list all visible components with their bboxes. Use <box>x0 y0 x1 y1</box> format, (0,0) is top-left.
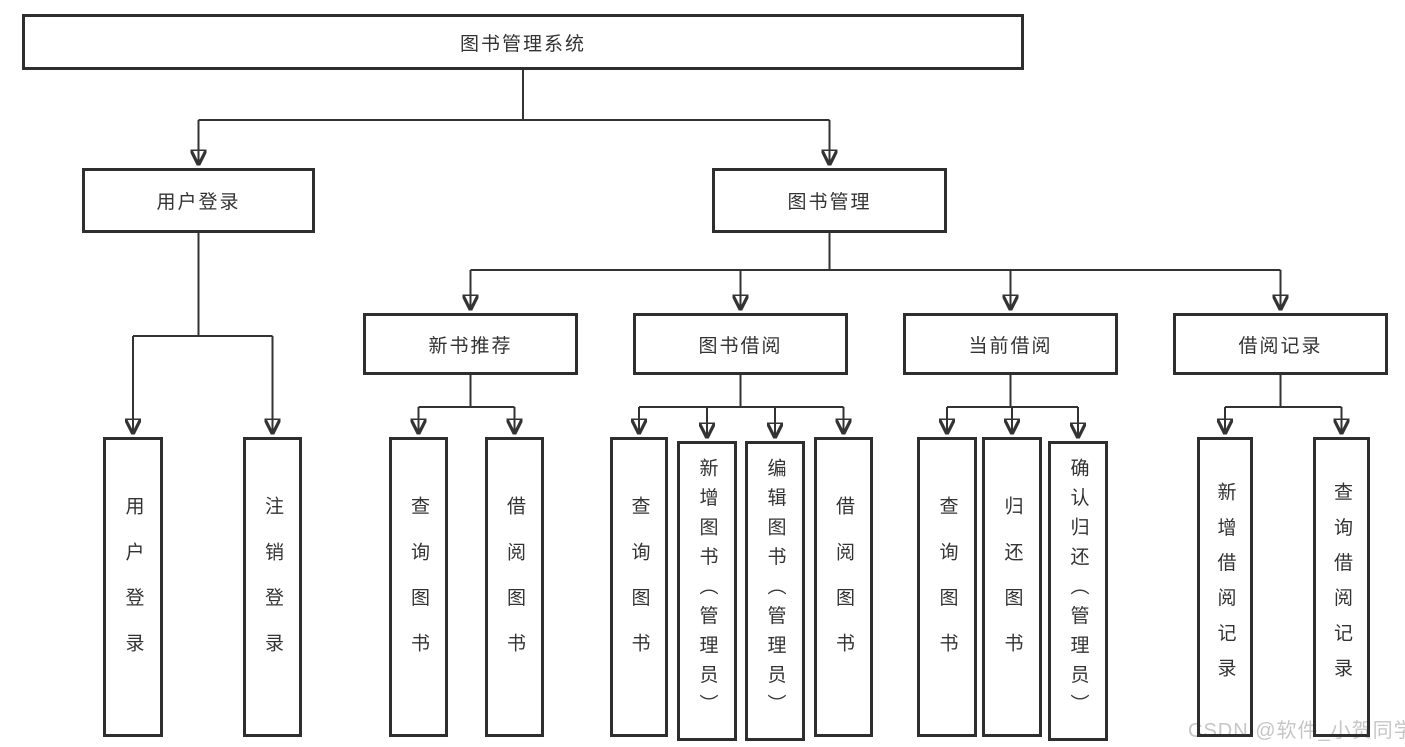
leaf-current-return: 归还图书 <box>982 437 1042 737</box>
leaf-records-query-label: 查询借阅记录 <box>1331 481 1352 693</box>
leaf-newbook-borrow: 借阅图书 <box>485 437 544 737</box>
node-library-system-label: 图书管理系统 <box>459 33 586 55</box>
leaf-user-login: 用户登录 <box>103 437 163 737</box>
leaf-current-return-label: 归还图书 <box>1001 495 1023 679</box>
connector-bookborrow-stem <box>639 375 844 408</box>
leaf-bookborrow-borrow-label: 借阅图书 <box>833 495 854 679</box>
connector-user-login-stem <box>133 233 273 337</box>
node-borrow-records-label: 借阅记录 <box>1238 335 1323 357</box>
node-book-management-label: 图书管理 <box>787 192 872 213</box>
node-new-book-recommend-label: 新书推荐 <box>428 335 513 357</box>
leaf-bookborrow-add-label: 新增图书（管理员） <box>696 458 718 724</box>
connector-currentborrow-stem <box>947 375 1078 408</box>
leaf-current-query: 查询图书 <box>917 437 977 737</box>
leaf-bookborrow-query: 查询图书 <box>610 437 668 737</box>
node-user-login-label: 用户登录 <box>156 192 241 213</box>
leaf-newbook-query-label: 查询图书 <box>408 495 429 679</box>
connector-book-mgmt-stem <box>470 233 1281 271</box>
node-current-borrow: 当前借阅 <box>903 313 1118 375</box>
node-book-borrow-label: 图书借阅 <box>698 335 783 357</box>
leaf-bookborrow-add: 新增图书（管理员） <box>677 441 737 741</box>
leaf-records-add: 新增借阅记录 <box>1197 437 1253 737</box>
leaf-current-query-label: 查询图书 <box>936 495 958 679</box>
connector-root-stem <box>198 70 830 121</box>
node-new-book-recommend: 新书推荐 <box>363 313 578 375</box>
leaf-logout: 注销登录 <box>243 437 302 737</box>
leaf-bookborrow-edit: 编辑图书（管理员） <box>745 441 805 741</box>
leaf-bookborrow-edit-label: 编辑图书（管理员） <box>764 458 786 724</box>
leaf-records-add-label: 新增借阅记录 <box>1214 481 1236 693</box>
leaf-bookborrow-query-label: 查询图书 <box>628 495 650 679</box>
leaf-current-confirm: 确认归还（管理员） <box>1048 441 1108 741</box>
connector-newbook-stem <box>418 375 515 408</box>
leaf-logout-label: 注销登录 <box>262 495 283 679</box>
node-book-borrow: 图书借阅 <box>633 313 848 375</box>
leaf-records-query: 查询借阅记录 <box>1313 437 1370 737</box>
leaf-bookborrow-borrow: 借阅图书 <box>814 437 873 737</box>
node-book-management: 图书管理 <box>712 168 947 233</box>
leaf-newbook-borrow-label: 借阅图书 <box>504 495 525 679</box>
node-library-system: 图书管理系统 <box>22 14 1024 70</box>
leaf-current-confirm-label: 确认归还（管理员） <box>1067 458 1089 724</box>
connector-records-stem <box>1225 375 1342 408</box>
leaf-newbook-query: 查询图书 <box>389 437 448 737</box>
leaf-user-login-label: 用户登录 <box>122 495 144 679</box>
node-user-login: 用户登录 <box>82 168 315 233</box>
node-borrow-records: 借阅记录 <box>1173 313 1388 375</box>
node-current-borrow-label: 当前借阅 <box>968 335 1053 357</box>
